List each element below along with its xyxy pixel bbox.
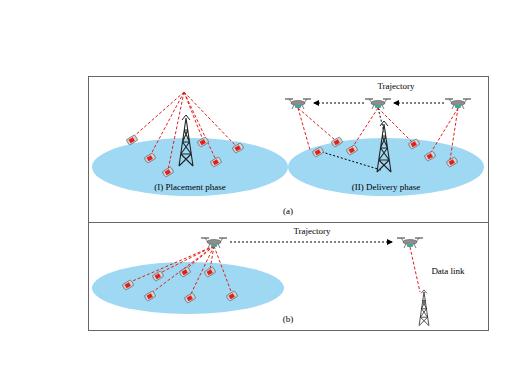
caption-label: (a) [282, 207, 294, 217]
user-device [408, 139, 420, 150]
uav [201, 238, 227, 248]
user-device [204, 267, 216, 278]
user-device [197, 137, 209, 148]
user-device [126, 135, 138, 146]
user-device [184, 293, 196, 304]
caption-label: (b) [282, 315, 295, 325]
caption-label: Trajectory [292, 227, 331, 237]
user-device [162, 167, 174, 178]
coverage-area [92, 262, 284, 314]
user-device [232, 143, 244, 154]
data-link [132, 92, 236, 170]
user-device [210, 157, 222, 168]
user-device [312, 147, 324, 158]
user-device [179, 267, 191, 278]
trajectory-arrow [230, 242, 392, 243]
user-device [226, 291, 238, 302]
base-station [377, 121, 391, 172]
data-link [298, 108, 458, 160]
base-station [179, 115, 193, 166]
user-device [424, 151, 436, 162]
caption-label: (II) Delivery phase [351, 183, 421, 193]
user-device [122, 280, 134, 291]
uav [365, 99, 391, 109]
panel-frame [89, 223, 489, 331]
caption-label: Data link [430, 267, 465, 277]
base-station [419, 290, 429, 326]
user-device [346, 145, 358, 156]
base-station [419, 290, 429, 326]
uav [397, 238, 423, 248]
data-link [128, 246, 420, 296]
caption-label: (I) Placement phase [153, 183, 226, 193]
uav [285, 99, 311, 109]
user-device [152, 271, 164, 282]
caption-label: Trajectory [376, 82, 415, 92]
user-device [446, 157, 458, 168]
user-device [331, 137, 343, 148]
user-device [144, 291, 156, 302]
panel-frame [89, 77, 489, 223]
uav [445, 99, 471, 109]
user-device [144, 153, 156, 164]
